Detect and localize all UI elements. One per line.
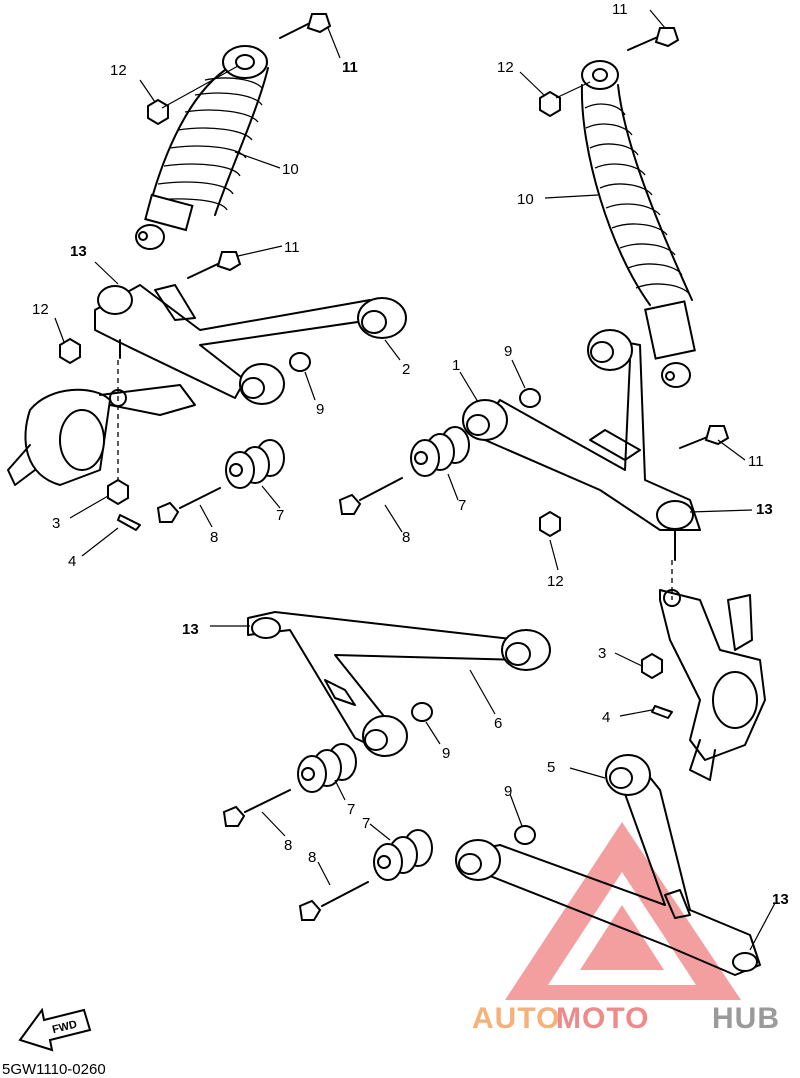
callout-12: 12 [497,59,514,76]
nut-12-right-arm [539,510,561,538]
callout-11: 11 [342,59,358,76]
fwd-label: FWD [51,1018,78,1036]
callout-11: 11 [612,1,628,18]
watermark-text: AUTO MOTO HUB [472,1002,780,1035]
callout-10: 10 [282,161,299,178]
callout-11: 11 [284,239,300,256]
callout-13: 13 [756,501,773,518]
collar-9-right [519,388,541,408]
callout-numbers: 11 12 10 13 11 12 2 9 3 4 8 7 11 12 10 9… [32,1,789,908]
callout-11: 11 [748,453,764,470]
nut-12-left-arm [59,337,81,365]
cotter-pin-4-right [651,705,673,719]
knuckle-left [7,360,196,486]
bushing-7-left [225,439,285,489]
callout-8: 8 [308,849,316,866]
bushing-7-lower-left [297,743,357,793]
callout-2: 2 [402,361,410,378]
callout-4: 4 [68,553,76,570]
callout-5: 5 [547,759,555,776]
bolt-11-left-arm [187,251,242,279]
bolt-8-right [338,477,403,515]
callout-7: 7 [458,497,466,514]
callout-9: 9 [504,783,512,800]
callout-9: 9 [316,401,324,418]
callout-12: 12 [110,62,127,79]
callout-8: 8 [284,837,292,854]
watermark-triangle-logo [505,822,741,1000]
diagram-code: 5GW1110-0260 [2,1061,106,1078]
bolt-8-left [156,487,221,523]
callout-1: 1 [452,357,460,374]
callout-4: 4 [602,709,610,726]
callout-13: 13 [182,621,199,638]
fwd-arrow: FWD [18,1007,92,1052]
bushing-7-lower-right [373,829,433,881]
lower-arm-left [247,611,551,757]
collar-9-left [289,352,311,372]
nut-12-top-left [147,65,239,126]
callout-8: 8 [402,529,410,546]
callout-9: 9 [442,745,450,762]
callout-10: 10 [517,191,534,208]
watermark-auto: AUTO [472,1002,560,1035]
upper-arm-left [94,284,407,405]
callout-13: 13 [772,891,789,908]
castle-nut-3-right [641,652,663,680]
nut-12-top-right [539,81,591,118]
upper-arm-right [462,329,701,561]
watermark-moto: MOTO [556,1002,649,1035]
lower-arm-right [455,754,761,976]
callout-7: 7 [362,815,370,832]
callout-8: 8 [210,529,218,546]
callout-12: 12 [547,573,564,590]
cotter-pin-4-left [117,514,141,531]
callout-3: 3 [52,515,60,532]
knuckle-right [659,560,766,781]
callout-12: 12 [32,301,49,318]
callout-3: 3 [598,645,606,662]
callout-13: 13 [70,243,87,260]
leader-lines [54,9,776,951]
callout-9: 9 [504,343,512,360]
collar-9-lower-left [411,702,433,722]
bolt-8-lower-right [298,881,369,921]
shock-absorber-right [580,60,696,388]
watermark-hub: HUB [712,1002,780,1035]
callout-6: 6 [494,715,502,732]
bushing-7-right [410,426,470,477]
bolt-11-top-right [627,27,680,51]
callout-7: 7 [276,507,284,524]
bolt-11-right-arm [679,425,730,449]
bolt-11-top-left [279,13,332,39]
castle-nut-3-left [107,478,129,506]
collar-9-lower-right [514,825,536,845]
shock-absorber-left [135,45,269,250]
bolt-8-lower-left [222,789,291,827]
callout-7: 7 [347,801,355,818]
